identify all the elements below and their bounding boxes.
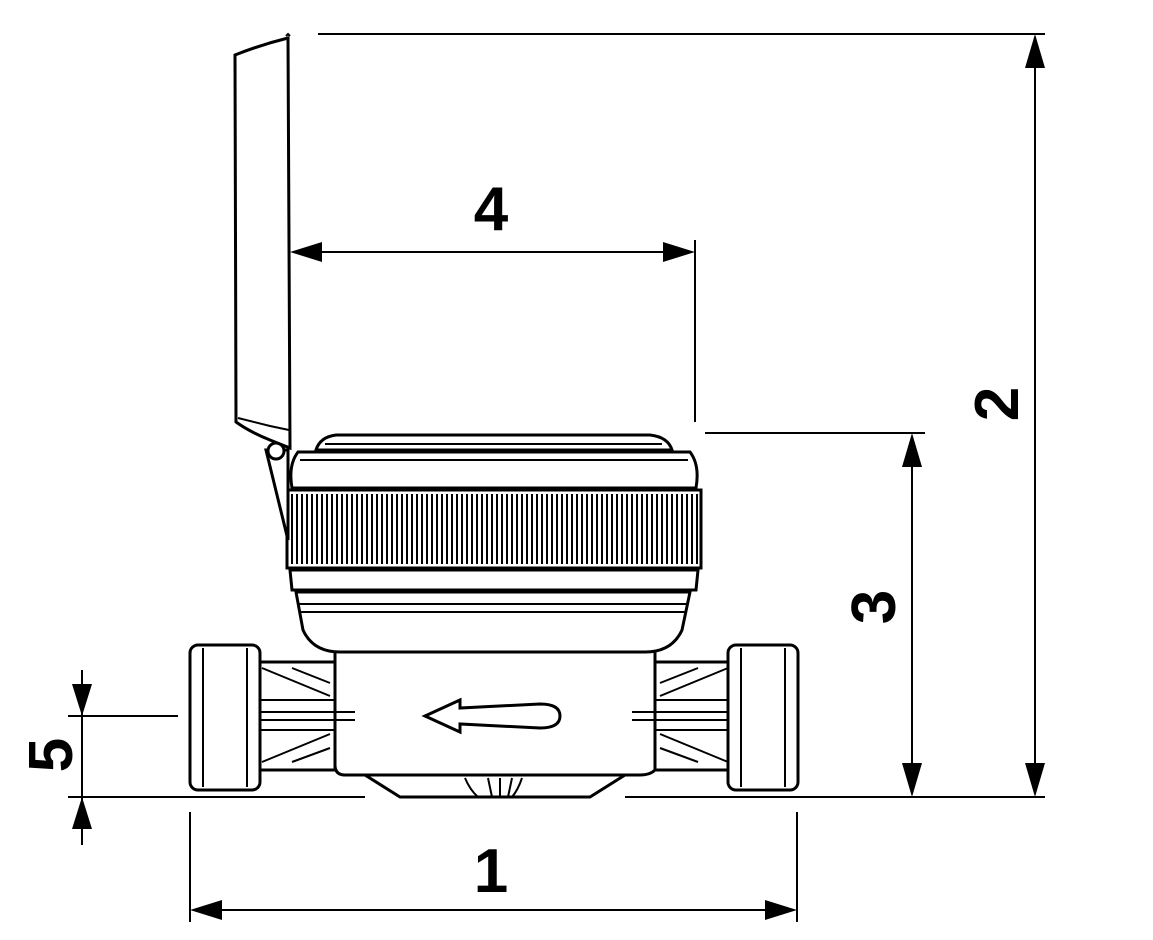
dimension-5: [68, 670, 178, 845]
flow-arrow-icon: [421, 697, 562, 735]
knurled-ring: [285, 488, 703, 570]
left-union: [188, 643, 355, 792]
dimension-label-4: 4: [474, 175, 509, 244]
right-union: [632, 643, 800, 792]
dimension-3: [705, 432, 925, 797]
pipe-body: [333, 648, 657, 799]
dimension-label-1: 1: [474, 837, 508, 906]
dimension-label-5: 5: [17, 738, 86, 772]
register-housing: [285, 433, 703, 654]
dimension-label-3: 3: [840, 590, 909, 624]
dimension-2: [318, 33, 1045, 797]
lid: [233, 32, 292, 541]
dimension-4: [290, 240, 696, 422]
dimension-label-2: 2: [963, 387, 1032, 421]
dimension-1: [189, 812, 798, 922]
meter-body: [188, 32, 800, 799]
